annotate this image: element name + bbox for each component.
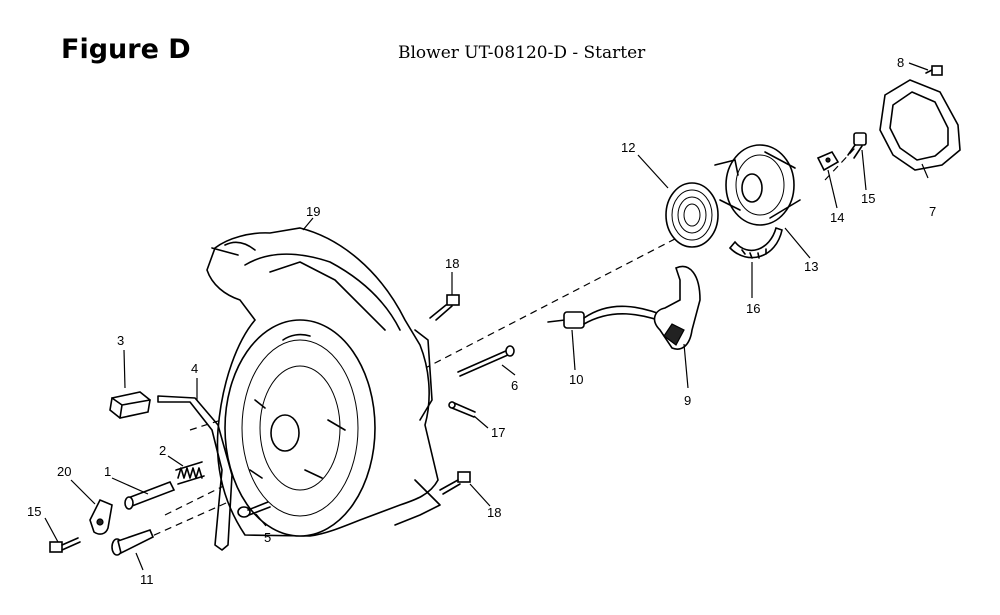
part-20-lever (89, 498, 113, 535)
callout-14: 14 (830, 210, 844, 225)
part-12-spring (665, 182, 719, 248)
callout-4: 4 (191, 361, 198, 376)
part-11-pin (111, 529, 155, 556)
callout-18-top: 18 (445, 256, 459, 271)
part-4-rod (157, 395, 233, 551)
part-9-handle (653, 265, 701, 350)
part-8-screw (925, 65, 943, 76)
callout-1: 1 (104, 464, 111, 479)
figure-label: Figure D (61, 34, 191, 65)
callout-16: 16 (746, 301, 760, 316)
callout-12: 12 (621, 140, 635, 155)
part-2-spring (175, 461, 205, 485)
callout-labels: 1 2 3 4 5 6 7 8 9 10 11 12 13 14 15 15 1… (27, 55, 936, 587)
part-1-pin (124, 480, 176, 510)
callout-17: 17 (491, 425, 505, 440)
callout-7: 7 (929, 204, 936, 219)
callout-2: 2 (159, 443, 166, 458)
callout-18-bottom: 18 (487, 505, 501, 520)
callout-19: 19 (306, 204, 320, 219)
diagram-title: Blower UT-08120-D - Starter (398, 43, 646, 63)
part-3-block (109, 391, 151, 419)
callout-13: 13 (804, 259, 818, 274)
callout-5: 5 (264, 530, 271, 545)
part-10-cable-end (547, 305, 671, 329)
part-18-screw-top (429, 294, 460, 321)
blower-housing (206, 227, 441, 537)
callout-11: 11 (140, 572, 154, 587)
callout-10: 10 (569, 372, 583, 387)
part-6-bolt (457, 345, 515, 377)
callout-3: 3 (117, 333, 124, 348)
part-14-ratchet (816, 150, 840, 172)
callout-6: 6 (511, 378, 518, 393)
part-18-screw-bottom (439, 471, 471, 495)
callout-20: 20 (57, 464, 71, 479)
part-16-guide (728, 226, 783, 259)
part-5-screw (237, 501, 271, 518)
callout-8: 8 (897, 55, 904, 70)
part-15-screw-left (49, 537, 81, 553)
leader-lines (44, 62, 929, 571)
callout-9: 9 (684, 393, 691, 408)
part-17-screw (448, 401, 476, 418)
part-7-plate (879, 79, 961, 171)
part-15-screw-top (847, 132, 867, 159)
callout-15-left: 15 (27, 504, 41, 519)
part-13-pulley (714, 144, 801, 226)
callout-15-top: 15 (861, 191, 875, 206)
